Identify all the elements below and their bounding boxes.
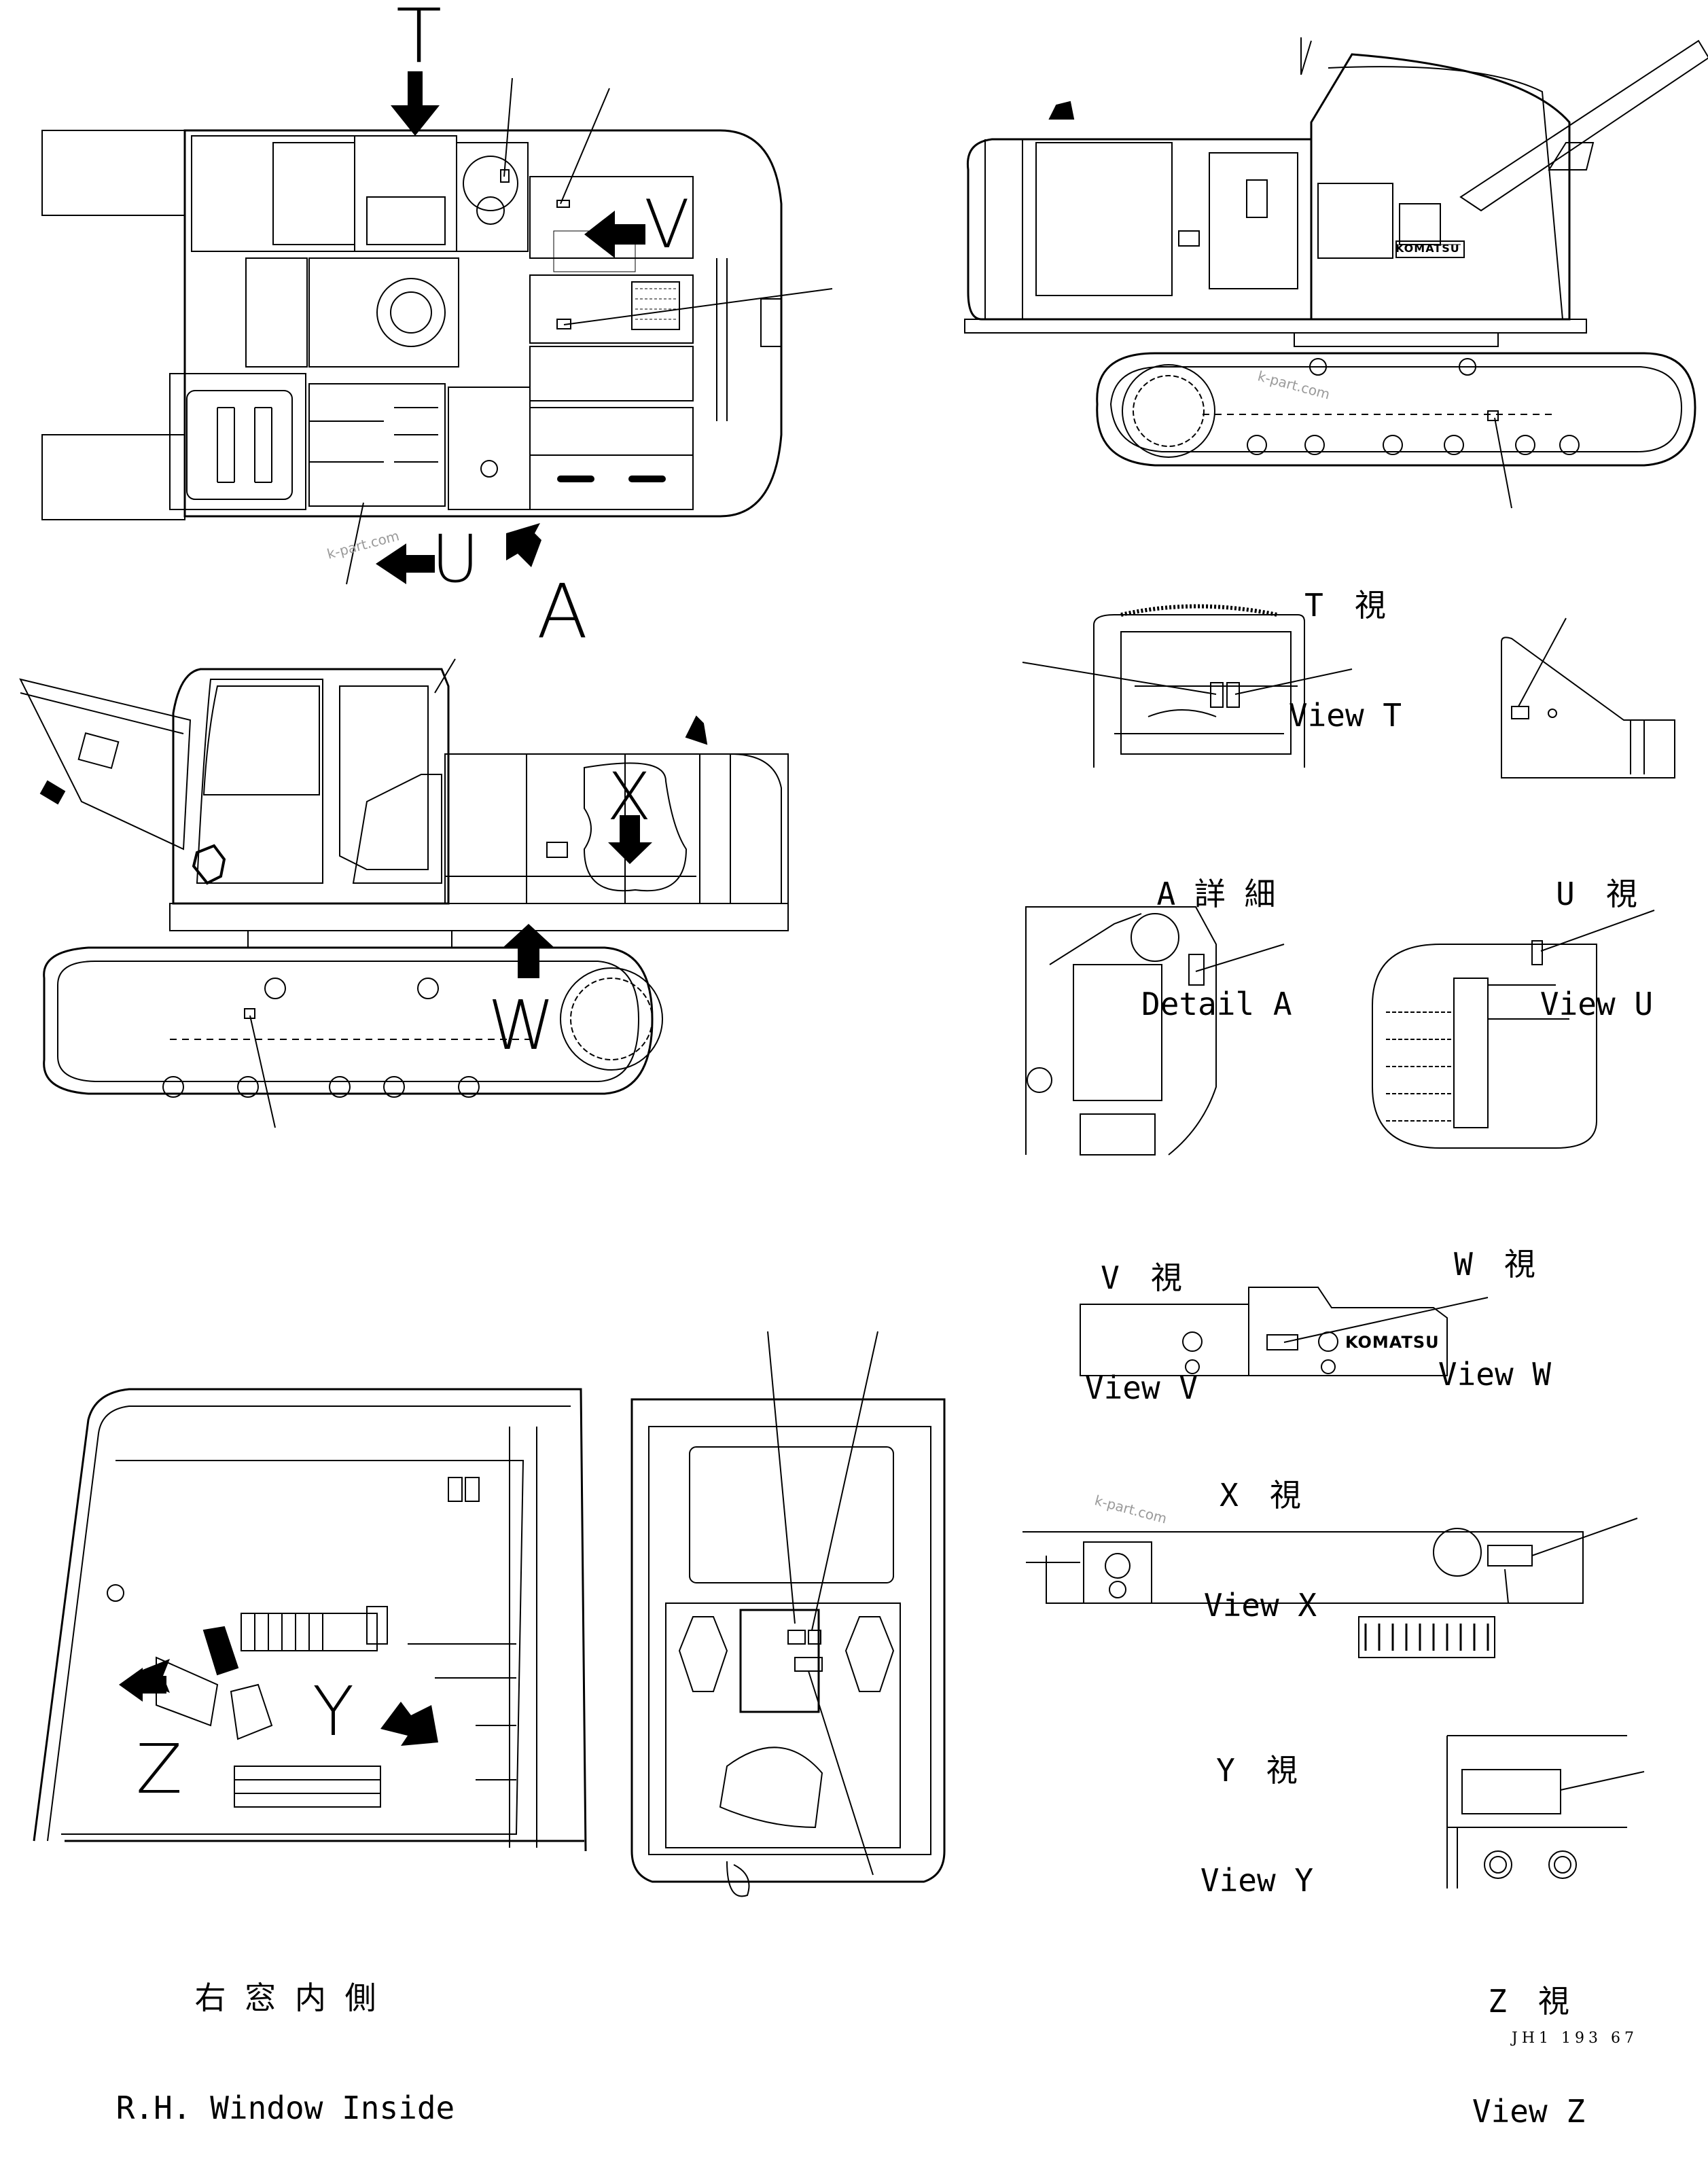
caption-detail-a-en: Detail A (1141, 986, 1292, 1023)
caption-rh-window: 右 窓 内 側 R.H. Window Inside (109, 1905, 462, 2164)
view-w-drawing (1372, 910, 1655, 1149)
caption-view-w: W 視 View W (1427, 1172, 1563, 1430)
cab-rear-drawing (630, 1331, 946, 1897)
caption-rh-window-jp: 右 窓 内 側 (194, 1979, 376, 2016)
caption-view-t-jp: T 視 (1304, 586, 1386, 624)
caption-view-x-en: View X (1203, 1587, 1317, 1624)
label-u: U (431, 521, 480, 597)
caption-view-x-jp: X 視 (1220, 1476, 1301, 1514)
caption-view-y-jp: Y 視 (1216, 1751, 1298, 1789)
caption-view-u-en: View U (1540, 986, 1654, 1023)
caption-view-t-en: View T (1288, 697, 1402, 734)
caption-view-y: Y 視 View Y (1189, 1678, 1325, 1936)
caption-rh-window-en: R.H. Window Inside (115, 2090, 455, 2127)
label-y: Y (313, 1672, 355, 1751)
view-arrow-t (391, 71, 440, 136)
caption-view-w-jp: W 視 (1454, 1245, 1535, 1283)
view-u-drawing (1501, 617, 1675, 778)
label-w: W (488, 986, 555, 1065)
caption-view-u: U 視 View U (1529, 802, 1665, 1060)
caption-detail-a-jp: A 詳 細 (1156, 875, 1276, 912)
caption-detail-a: A 詳 細 Detail A (1141, 802, 1292, 1060)
caption-view-v-jp: V 視 (1101, 1259, 1182, 1296)
label-x: X (607, 759, 652, 835)
label-t: T (396, 0, 442, 79)
view-arrow-z (119, 1659, 170, 1702)
caption-view-t: T 視 View T (1277, 513, 1413, 771)
label-v: V (644, 186, 690, 264)
label-a: A (537, 568, 588, 655)
view-arrow-w (503, 924, 554, 978)
brand-logo-view-x: KOMATSU (1345, 1333, 1440, 1352)
parts-diagram-sheet: T V U A X W Z Y T 視 View T A 詳 細 Detail … (19, 0, 1708, 2130)
label-z: Z (136, 1730, 183, 1809)
diagram-artwork (19, 37, 1708, 1897)
caption-view-x: X 視 View X (1192, 1403, 1328, 1661)
caption-view-v: V 視 View V (1073, 1185, 1209, 1444)
view-arrow-a (506, 523, 541, 567)
view-z-drawing (1446, 1735, 1645, 1888)
view-v-drawing (1025, 906, 1285, 1156)
caption-view-v-en: View V (1084, 1369, 1198, 1407)
view-x-drawing (1080, 1287, 1489, 1376)
view-y-drawing (1022, 1518, 1638, 1658)
top-plan-view (41, 77, 833, 585)
view-arrow-x (608, 815, 652, 864)
drawing-code: JH1 193 67 (1512, 2030, 1638, 2047)
view-t-drawing (964, 37, 1708, 509)
view-arrow-u (376, 543, 435, 584)
caption-view-u-jp: U 視 (1556, 875, 1637, 912)
caption-view-z-jp: Z 視 (1488, 1982, 1569, 2020)
detail-a-drawing (1022, 604, 1353, 768)
caption-view-z-en: View Z (1472, 2093, 1586, 2130)
view-arrow-y (380, 1702, 438, 1746)
caption-view-w-en: View W (1438, 1356, 1552, 1393)
caption-view-y-en: View Y (1200, 1862, 1314, 1899)
left-side-view (19, 658, 789, 1128)
brand-logo-view-t: KOMATSU (1395, 242, 1460, 255)
rh-window-drawing (33, 1388, 587, 1852)
view-arrow-v (584, 211, 645, 258)
